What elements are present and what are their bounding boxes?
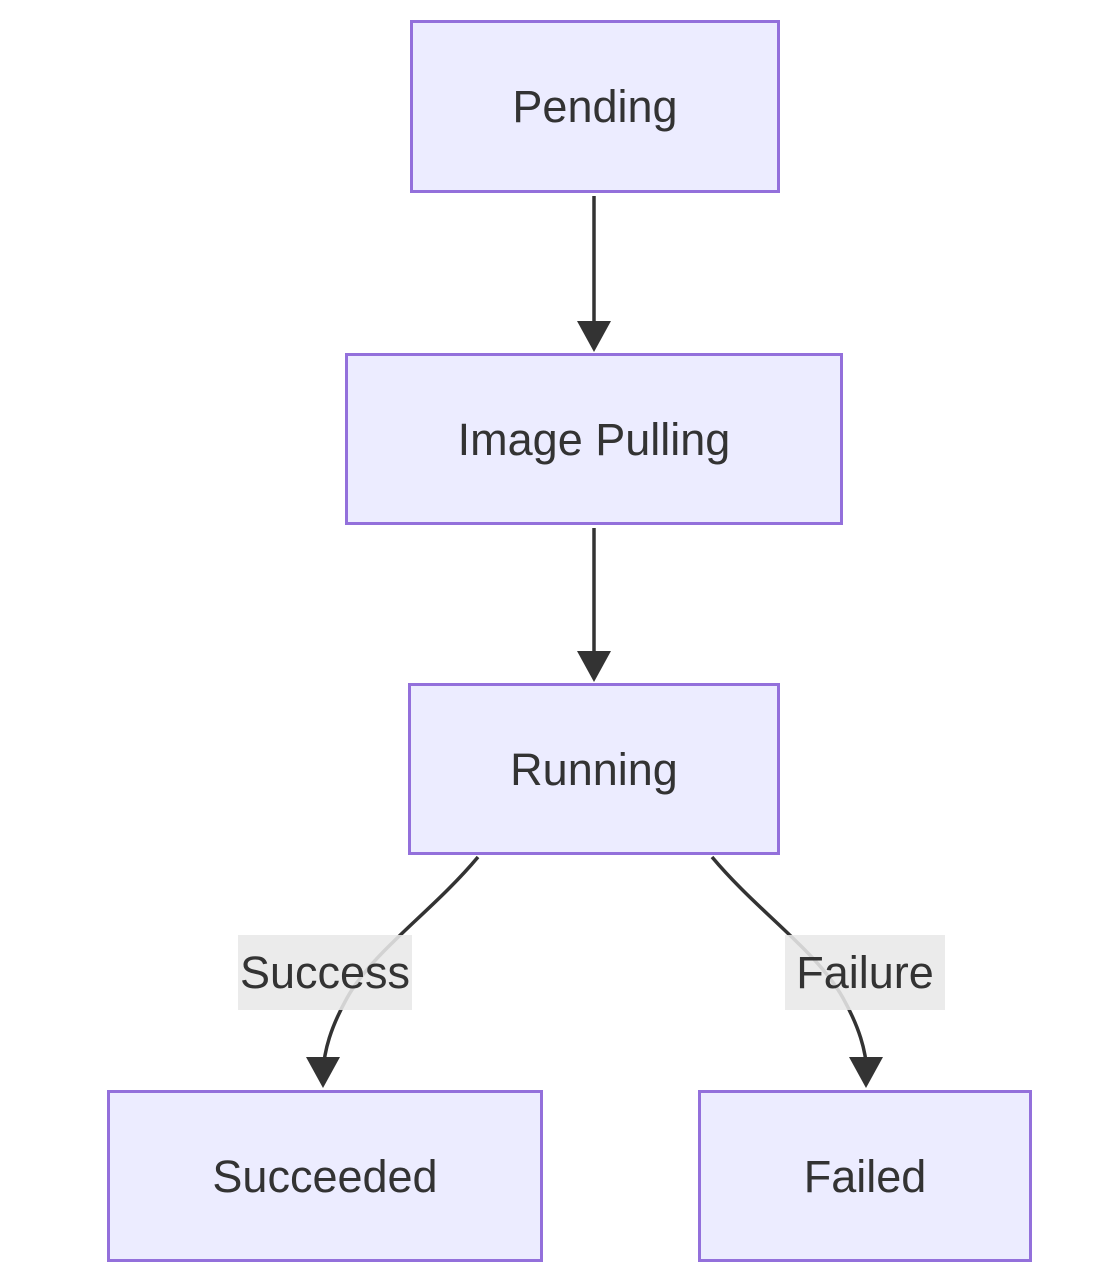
node-image-pulling: Image Pulling <box>345 353 843 525</box>
arrowhead-succeeded <box>306 1057 340 1088</box>
node-running: Running <box>408 683 780 855</box>
node-failed: Failed <box>698 1090 1032 1262</box>
node-label: Pending <box>512 81 678 132</box>
arrowhead-failed <box>849 1057 883 1088</box>
node-succeeded: Succeeded <box>107 1090 543 1262</box>
node-label: Image Pulling <box>457 413 731 465</box>
edge-label-failure: Failure <box>785 935 945 1010</box>
edge-label-success: Success <box>238 935 412 1010</box>
node-label: Succeeded <box>212 1150 438 1202</box>
edge-label-text: Success <box>239 947 411 998</box>
edge-label-text: Failure <box>796 947 934 998</box>
node-pending: Pending <box>410 20 780 193</box>
node-label: Failed <box>803 1150 927 1202</box>
node-label: Running <box>510 743 678 795</box>
arrowhead-imagepulling <box>577 321 611 352</box>
arrowhead-running <box>577 651 611 682</box>
